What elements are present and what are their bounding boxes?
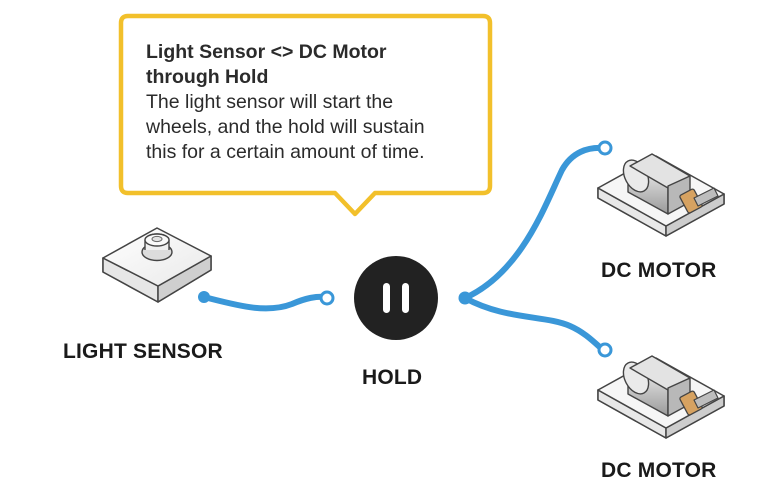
wires (201, 144, 606, 353)
light-sensor-icon[interactable] (102, 227, 212, 303)
callout-title-line-1: Light Sensor <> DC Motor (146, 41, 387, 63)
motor-bottom-input-port[interactable] (597, 342, 613, 358)
callout-body-line-3: this for a certain amount of time. (146, 141, 425, 163)
dc-motor-bottom-label: DC MOTOR (601, 459, 717, 482)
callout-bubble (118, 13, 493, 217)
hold-label: HOLD (362, 366, 423, 389)
light-sensor-label: LIGHT SENSOR (63, 340, 223, 363)
sensor-output-dot (198, 291, 210, 303)
pause-bar-right (402, 283, 409, 313)
callout-body-line-1: The light sensor will start the (146, 91, 394, 113)
hold-icon[interactable] (354, 256, 438, 340)
pause-bar-left (383, 283, 390, 313)
dc-motor-bottom-icon[interactable] (597, 355, 725, 439)
dc-motor-top-label: DC MOTOR (601, 259, 717, 282)
wire-sensor-to-hold (201, 293, 330, 312)
wire-hold-to-motor-bottom (462, 295, 606, 353)
callout-text: Light Sensor <> DC Motor through Hold Th… (146, 40, 481, 165)
hold-input-port[interactable] (319, 290, 335, 306)
wire-hold-to-motor-top (462, 144, 606, 301)
wire-endpoints (198, 140, 613, 358)
callout-title-line-2: through Hold (146, 66, 269, 88)
hold-output-dot (458, 291, 472, 305)
dc-motor-top-icon[interactable] (597, 153, 725, 237)
callout-body-line-2: wheels, and the hold will sustain (146, 116, 425, 138)
motor-top-input-port[interactable] (597, 140, 613, 156)
